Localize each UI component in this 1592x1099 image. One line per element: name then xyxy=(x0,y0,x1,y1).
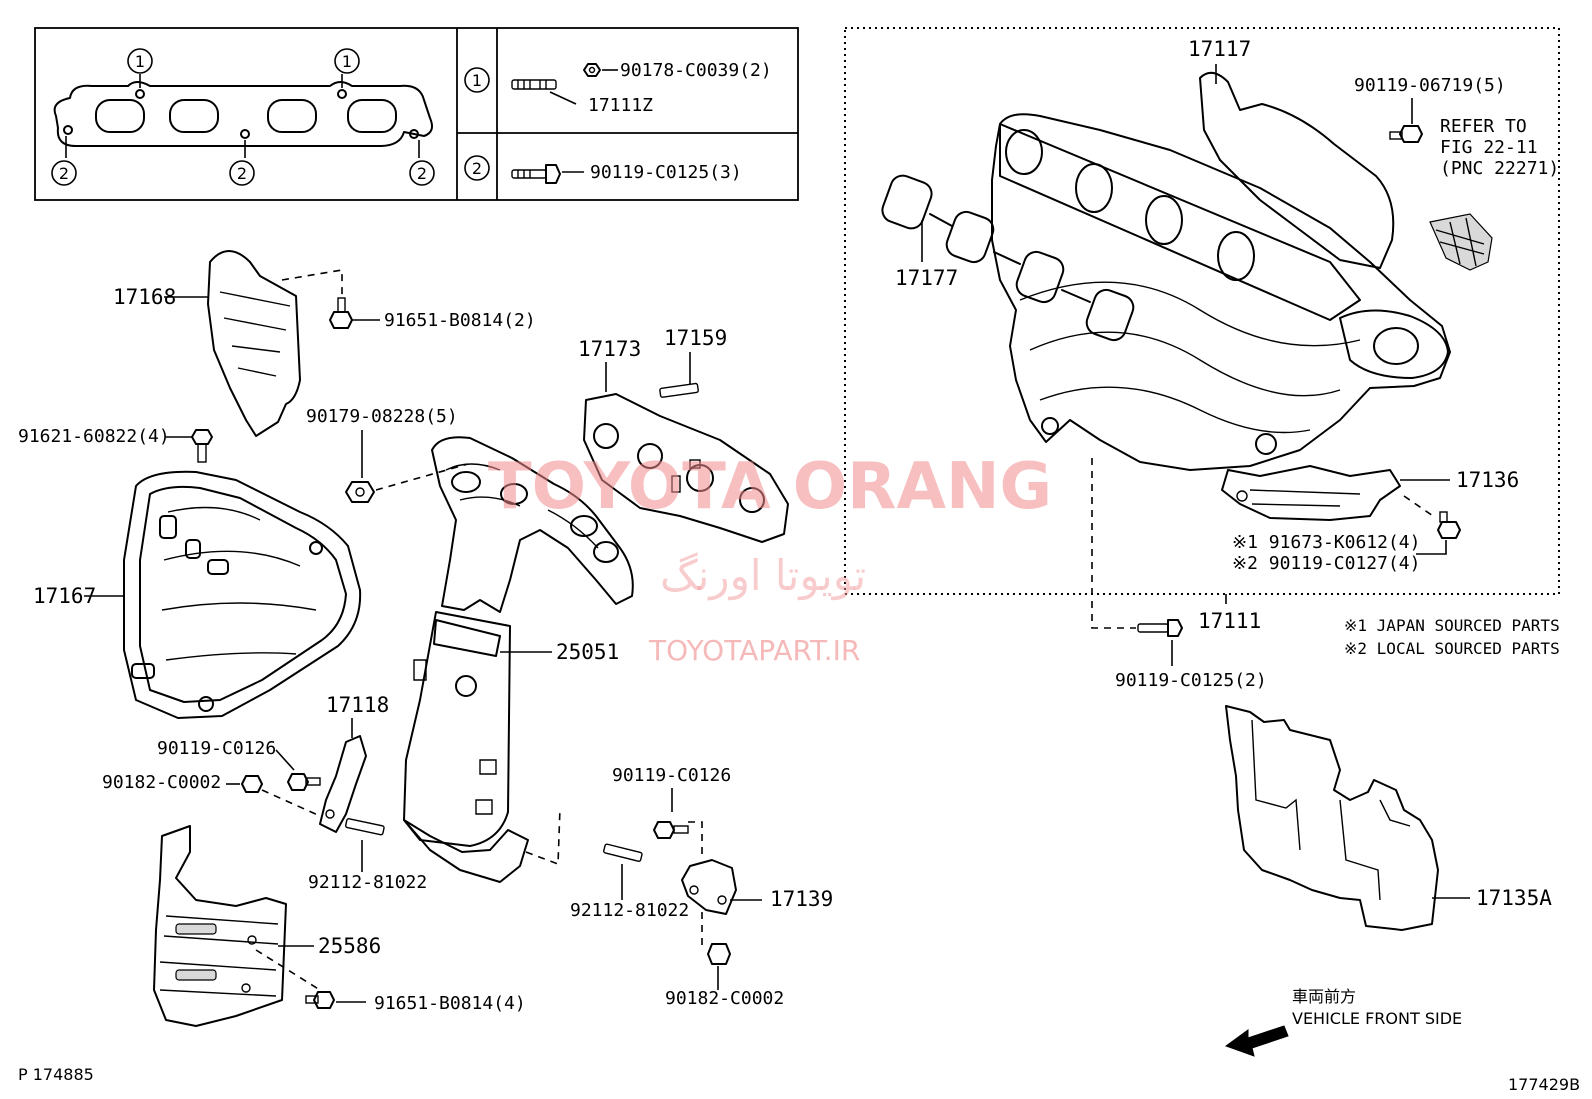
heat-insulator-25586: 25586 xyxy=(153,825,381,1027)
gasket-callout-1b: 1 xyxy=(334,48,360,74)
label-group-17117: 17117 xyxy=(1188,37,1251,84)
heat-insulator-17167: 17167 xyxy=(33,470,362,719)
gasket-17173: 17173 xyxy=(578,337,789,543)
label-90182-c0002-a: 90182-C0002 xyxy=(102,772,221,793)
stud-bolt-icon xyxy=(511,79,557,90)
note-japan-sourced: ※1 JAPAN SOURCED PARTS xyxy=(1344,616,1560,635)
svg-text:1: 1 xyxy=(342,52,352,71)
label-17173: 17173 xyxy=(578,337,641,361)
label-25586: 25586 xyxy=(318,934,381,958)
front-label-en: VEHICLE FRONT SIDE xyxy=(1292,1009,1462,1028)
footer-right-code: 177429B xyxy=(1508,1075,1580,1094)
refer-line1: REFER TO xyxy=(1440,116,1527,137)
label-25051: 25051 xyxy=(556,640,619,664)
bracket-17139: 17139 xyxy=(681,859,833,915)
legend-key-2: 2 xyxy=(464,155,490,181)
label-90179-08228: 90179-08228(5) xyxy=(306,406,458,427)
gasket-drawing xyxy=(53,74,433,158)
nut-90182-c0002-b: 90182-C0002 xyxy=(665,943,784,1009)
bolt-91621: 91621-60822(4) xyxy=(18,426,213,463)
label-17117: 17117 xyxy=(1188,37,1251,61)
legend-row2-part: 90119-C0125(3) xyxy=(590,162,742,183)
bolt-icon xyxy=(511,164,561,184)
label-91673-k0612: ※1 91673-K0612(4) xyxy=(1232,532,1420,553)
insulator-17135a: 17135A xyxy=(1225,705,1552,931)
bracket-17136: 17136 xyxy=(1221,465,1519,521)
nut-90179: 90179-08228(5) xyxy=(306,406,458,503)
label-group-17111: 17111 xyxy=(1198,594,1261,633)
stud-92112-a: 92112-81022 xyxy=(308,818,427,893)
label-92112-81022-a: 92112-81022 xyxy=(308,872,427,893)
label-90119-c0126-b: 90119-C0126 xyxy=(612,765,731,786)
bolt-90119-c0126-b: 90119-C0126 xyxy=(612,765,731,839)
watermark-persian: تویوتا اورنگ xyxy=(660,551,866,600)
label-92112-81022-b: 92112-81022 xyxy=(570,900,689,921)
refer-line3: (PNC 22271) xyxy=(1440,158,1559,179)
stud-92112-b: 92112-81022 xyxy=(570,843,689,921)
vehicle-front-indicator: 車両前方 VEHICLE FRONT SIDE xyxy=(1224,987,1462,1057)
source-notes: ※1 JAPAN SOURCED PARTS ※2 LOCAL SOURCED … xyxy=(1344,616,1560,658)
legend-row1-part-b: 17111Z xyxy=(588,95,653,116)
label-91651-b0814-4: 91651-B0814(4) xyxy=(374,993,526,1014)
label-90119-c0126-a: 90119-C0126 xyxy=(157,738,276,759)
gasket-callout-2c: 2 xyxy=(409,160,435,186)
label-91621-60822: 91621-60822(4) xyxy=(18,426,170,447)
label-17118: 17118 xyxy=(326,693,389,717)
svg-text:2: 2 xyxy=(472,159,482,178)
label-17136: 17136 xyxy=(1456,468,1519,492)
note-local-sourced: ※2 LOCAL SOURCED PARTS xyxy=(1344,639,1560,658)
svg-text:1: 1 xyxy=(135,52,145,71)
legend-table: 1 1 2 2 2 1 xyxy=(34,27,799,201)
legend-row1-part-a: 90178-C0039(2) xyxy=(620,60,772,81)
label-17159: 17159 xyxy=(664,326,727,350)
label-90119-c0125-2: 90119-C0125(2) xyxy=(1115,670,1267,691)
gasket-callout-1a: 1 xyxy=(127,48,153,74)
heat-insulator-17168: 17168 xyxy=(113,250,301,437)
gasket-17177: 17177 xyxy=(881,174,1135,342)
bolt-91651-2: 91651-B0814(2) xyxy=(329,297,536,331)
legend-key-1: 1 xyxy=(464,67,490,93)
stud-17159: 17159 xyxy=(659,326,727,398)
label-90119-c0127: ※2 90119-C0127(4) xyxy=(1232,553,1420,574)
footer-left-code: P 174885 xyxy=(18,1065,94,1084)
nut-90182-c0002-a: 90182-C0002 xyxy=(102,772,263,793)
svg-text:1: 1 xyxy=(472,71,482,90)
refer-note: REFER TO FIG 22-11 (PNC 22271) xyxy=(1429,116,1559,271)
watermark-brand: TOYOTA ORANG xyxy=(488,450,1052,524)
label-17167: 17167 xyxy=(33,584,96,608)
gasket-callout-2a: 2 xyxy=(51,160,77,186)
label-17139: 17139 xyxy=(770,887,833,911)
watermark-url: TOYOTAPART.IR xyxy=(648,634,860,667)
bolt-91673-90119-c0127: ※1 91673-K0612(4) ※2 90119-C0127(4) xyxy=(1232,511,1461,574)
nut-icon xyxy=(583,63,601,77)
bolt-90119-06719: 90119-06719(5) xyxy=(1354,75,1506,143)
bolt-91651-4: 91651-B0814(4) xyxy=(305,991,526,1014)
watermark: TOYOTA ORANG تویوتا اورنگ TOYOTAPART.IR xyxy=(488,450,1052,667)
intake-manifold-17111 xyxy=(991,71,1451,471)
bolt-90119-c0126-a: 90119-C0126 xyxy=(157,738,321,791)
svg-text:2: 2 xyxy=(237,164,247,183)
label-17168: 17168 xyxy=(113,285,176,309)
gasket-callout-2b: 2 xyxy=(229,160,255,186)
svg-text:2: 2 xyxy=(59,164,69,183)
label-90182-c0002-b: 90182-C0002 xyxy=(665,988,784,1009)
bracket-17118: 17118 xyxy=(319,693,389,833)
bolt-90119-c0125-2: 90119-C0125(2) xyxy=(1115,619,1267,691)
label-17177: 17177 xyxy=(895,266,958,290)
intake-manifold-group-box xyxy=(844,27,1560,595)
svg-text:2: 2 xyxy=(417,164,427,183)
label-90119-06719: 90119-06719(5) xyxy=(1354,75,1506,96)
front-arrow-icon xyxy=(1224,1025,1289,1057)
label-91651-b0814-2: 91651-B0814(2) xyxy=(384,310,536,331)
label-17111: 17111 xyxy=(1198,609,1261,633)
refer-line2: FIG 22-11 xyxy=(1440,137,1538,158)
front-label-jp: 車両前方 xyxy=(1292,987,1356,1006)
label-17135a: 17135A xyxy=(1476,886,1552,910)
exhaust-manifold-25051: 25051 xyxy=(403,436,634,883)
